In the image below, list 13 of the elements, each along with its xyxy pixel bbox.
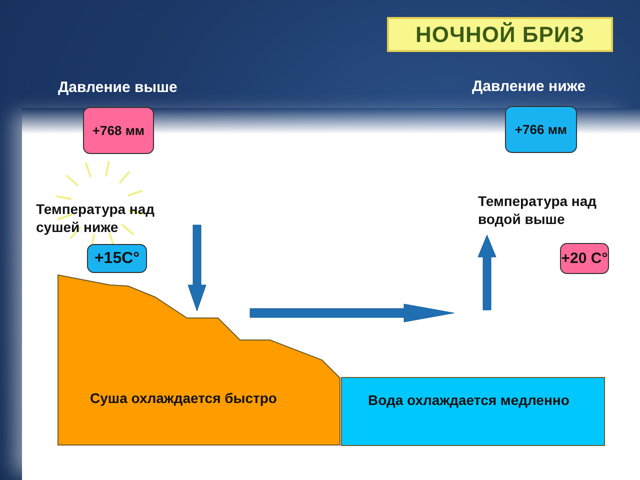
title-banner: НОЧНОЙ БРИЗ bbox=[387, 17, 613, 52]
value-badge: +766 мм bbox=[505, 106, 577, 153]
caption-text: Давление выше bbox=[58, 78, 178, 98]
area-label: Суша охлаждается быстро bbox=[90, 390, 277, 406]
caption-text: Температура над сушей ниже bbox=[36, 200, 156, 236]
value-badge: +20 C° bbox=[560, 243, 609, 274]
area-label: Вода охлаждается медленно bbox=[368, 392, 570, 408]
value-badge: +768 мм bbox=[83, 107, 154, 154]
value-badge: +15C° bbox=[87, 244, 147, 273]
caption-text: Давление ниже bbox=[472, 77, 587, 96]
caption-text: Температура над водой выше bbox=[478, 192, 598, 228]
land-area bbox=[58, 275, 341, 446]
water-area bbox=[341, 377, 605, 446]
